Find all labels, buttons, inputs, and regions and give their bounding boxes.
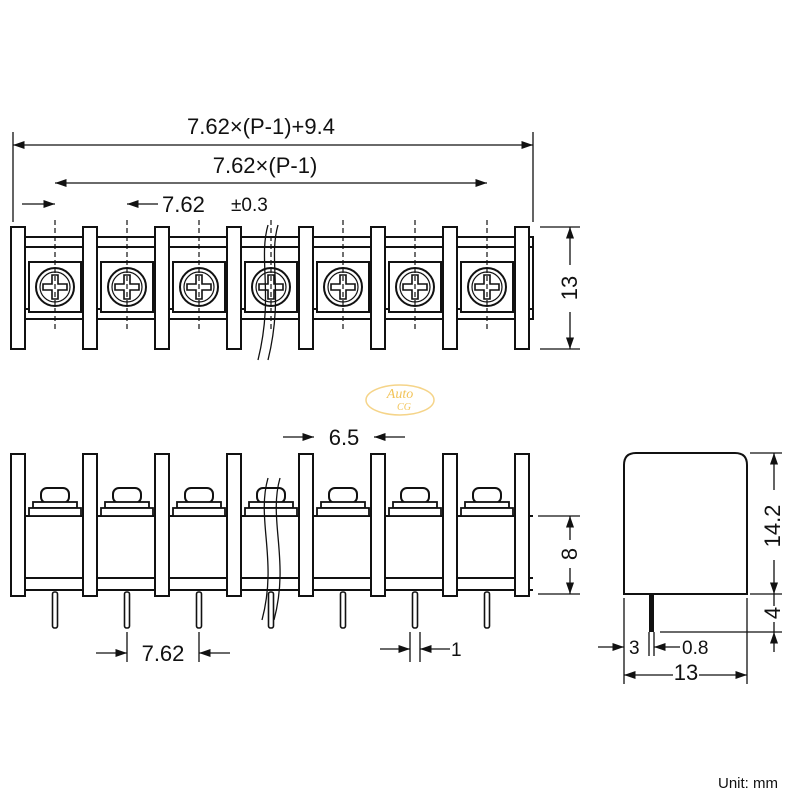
- pitch-tolerance-value: 7.62: [162, 192, 205, 217]
- pcb-pin: [123, 591, 131, 629]
- pin-pitch-label: 7.62: [142, 641, 185, 666]
- top-barriers: [10, 226, 530, 350]
- screw-plate: [244, 507, 298, 517]
- pin-length-label: 4: [760, 607, 785, 619]
- top-barrier: [298, 226, 314, 350]
- screw-plate: [388, 507, 442, 517]
- front-barrier: [10, 453, 26, 597]
- screw-cap: [400, 487, 430, 504]
- top-barrier: [370, 226, 386, 350]
- screw-cap: [472, 487, 502, 504]
- pin-thickness-label: 0.8: [682, 638, 708, 659]
- pcb-pin: [195, 591, 203, 629]
- pcb-pin: [267, 591, 275, 629]
- side-offset-label: 3: [629, 638, 640, 659]
- unit-label: Unit: mm: [718, 775, 778, 792]
- screw-plate: [28, 507, 82, 517]
- screw-cap: [256, 487, 286, 504]
- side-view: 14.2 4 3 0.8 13: [598, 452, 785, 685]
- top-barrier: [10, 226, 26, 350]
- front-barrier: [226, 453, 242, 597]
- top-barrier: [154, 226, 170, 350]
- top-centerlines: [54, 220, 488, 330]
- side-pin: [649, 594, 654, 632]
- pitch-span-label: 7.62×(P-1): [213, 153, 318, 178]
- watermark-text: Auto: [386, 387, 413, 402]
- screw-cap: [328, 487, 358, 504]
- front-barriers: [10, 453, 530, 597]
- front-barrier: [514, 453, 530, 597]
- pcb-pin: [339, 591, 347, 629]
- front-barrier: [298, 453, 314, 597]
- screw-plate: [316, 507, 370, 517]
- top-view: 7.62×(P-1)+9.4 7.62×(P-1) 7.62 ±0.3 13: [10, 114, 582, 361]
- front-view: 6.5 8 7.62 1: [10, 425, 582, 666]
- front-barrier: [442, 453, 458, 597]
- front-barrier: [154, 453, 170, 597]
- side-width-label: 13: [674, 660, 698, 685]
- overall-length-label: 7.62×(P-1)+9.4: [187, 114, 335, 139]
- front-screws: [28, 487, 514, 517]
- barrier-gap-label: 6.5: [329, 425, 360, 450]
- screw-cap: [112, 487, 142, 504]
- screw-plate: [100, 507, 154, 517]
- watermark: Auto CG: [365, 384, 435, 416]
- top-barrier: [442, 226, 458, 350]
- top-height-label: 13: [557, 276, 582, 300]
- top-barrier: [226, 226, 242, 350]
- front-barrier: [370, 453, 386, 597]
- pitch-tolerance-label: ±0.3: [231, 195, 268, 216]
- body-height-label: 8: [557, 548, 582, 560]
- screw-plate: [172, 507, 226, 517]
- front-pins: [51, 591, 491, 629]
- side-height-label: 14.2: [760, 505, 785, 548]
- side-body-outline: [623, 452, 748, 595]
- pcb-pin: [483, 591, 491, 629]
- top-barrier: [514, 226, 530, 350]
- watermark-subtext: CG: [397, 402, 411, 413]
- screw-cap: [184, 487, 214, 504]
- top-barrier: [82, 226, 98, 350]
- pin-width-label: 1: [451, 640, 462, 661]
- screw-plate: [460, 507, 514, 517]
- pcb-pin: [51, 591, 59, 629]
- pcb-pin: [411, 591, 419, 629]
- front-barrier: [82, 453, 98, 597]
- screw-cap: [40, 487, 70, 504]
